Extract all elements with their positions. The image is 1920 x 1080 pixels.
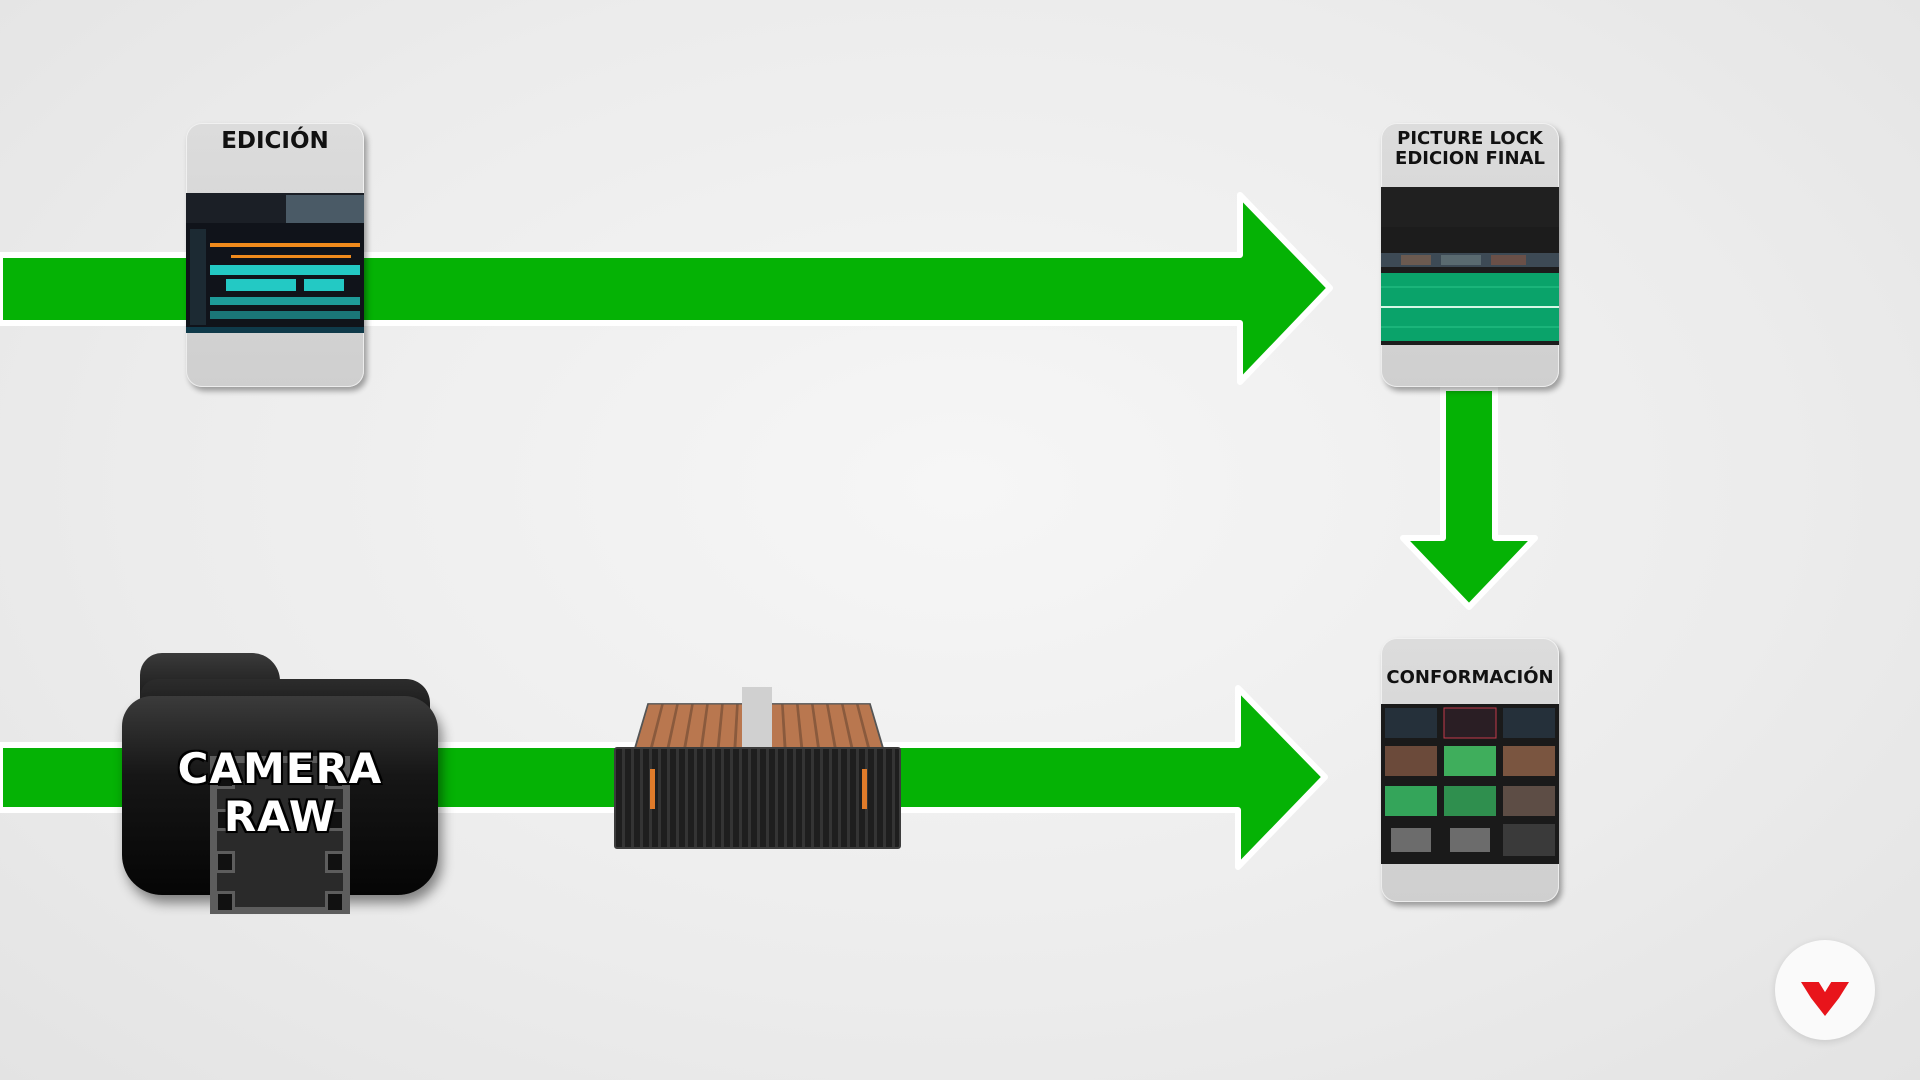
final-edit-thumbnail bbox=[1381, 187, 1559, 345]
editing-timeline-thumbnail bbox=[186, 193, 364, 333]
final-timeline-image bbox=[1381, 187, 1559, 341]
node-edicion-title: EDICIÓN bbox=[221, 128, 329, 154]
picture-lock-line1: PICTURE LOCK bbox=[1397, 128, 1543, 149]
folder-film-icon: CAMERA RAW bbox=[122, 696, 438, 914]
timeline-image bbox=[186, 193, 364, 333]
arrow-down bbox=[1400, 385, 1538, 610]
server-handle-left bbox=[650, 769, 655, 809]
camera-raw-line1: CAMERA bbox=[177, 744, 383, 793]
node-conformacion-card: CONFORMACIÓN bbox=[1381, 638, 1559, 902]
server-handle-right bbox=[862, 769, 867, 809]
node-conformacion-title: CONFORMACIÓN bbox=[1386, 667, 1554, 688]
conform-grid-image bbox=[1385, 707, 1555, 856]
node-edicion-card: EDICIÓN bbox=[186, 123, 364, 387]
server-front-panel bbox=[614, 747, 901, 849]
film-strip-icon bbox=[210, 756, 350, 914]
storage-server-icon bbox=[610, 683, 905, 853]
camera-raw-folder: CAMERA RAW bbox=[122, 653, 438, 914]
brand-logo-icon bbox=[1775, 940, 1875, 1040]
server-spine bbox=[742, 687, 772, 749]
picture-lock-line2: EDICION FINAL bbox=[1395, 147, 1545, 169]
conform-grid-thumbnail bbox=[1381, 704, 1559, 864]
brand-logo-mark bbox=[1801, 976, 1849, 1016]
node-picture-lock-title: PICTURE LOCK EDICION FINAL bbox=[1381, 129, 1559, 169]
node-picture-lock-card: PICTURE LOCK EDICION FINAL bbox=[1381, 123, 1559, 387]
camera-raw-line2: RAW bbox=[223, 792, 337, 841]
